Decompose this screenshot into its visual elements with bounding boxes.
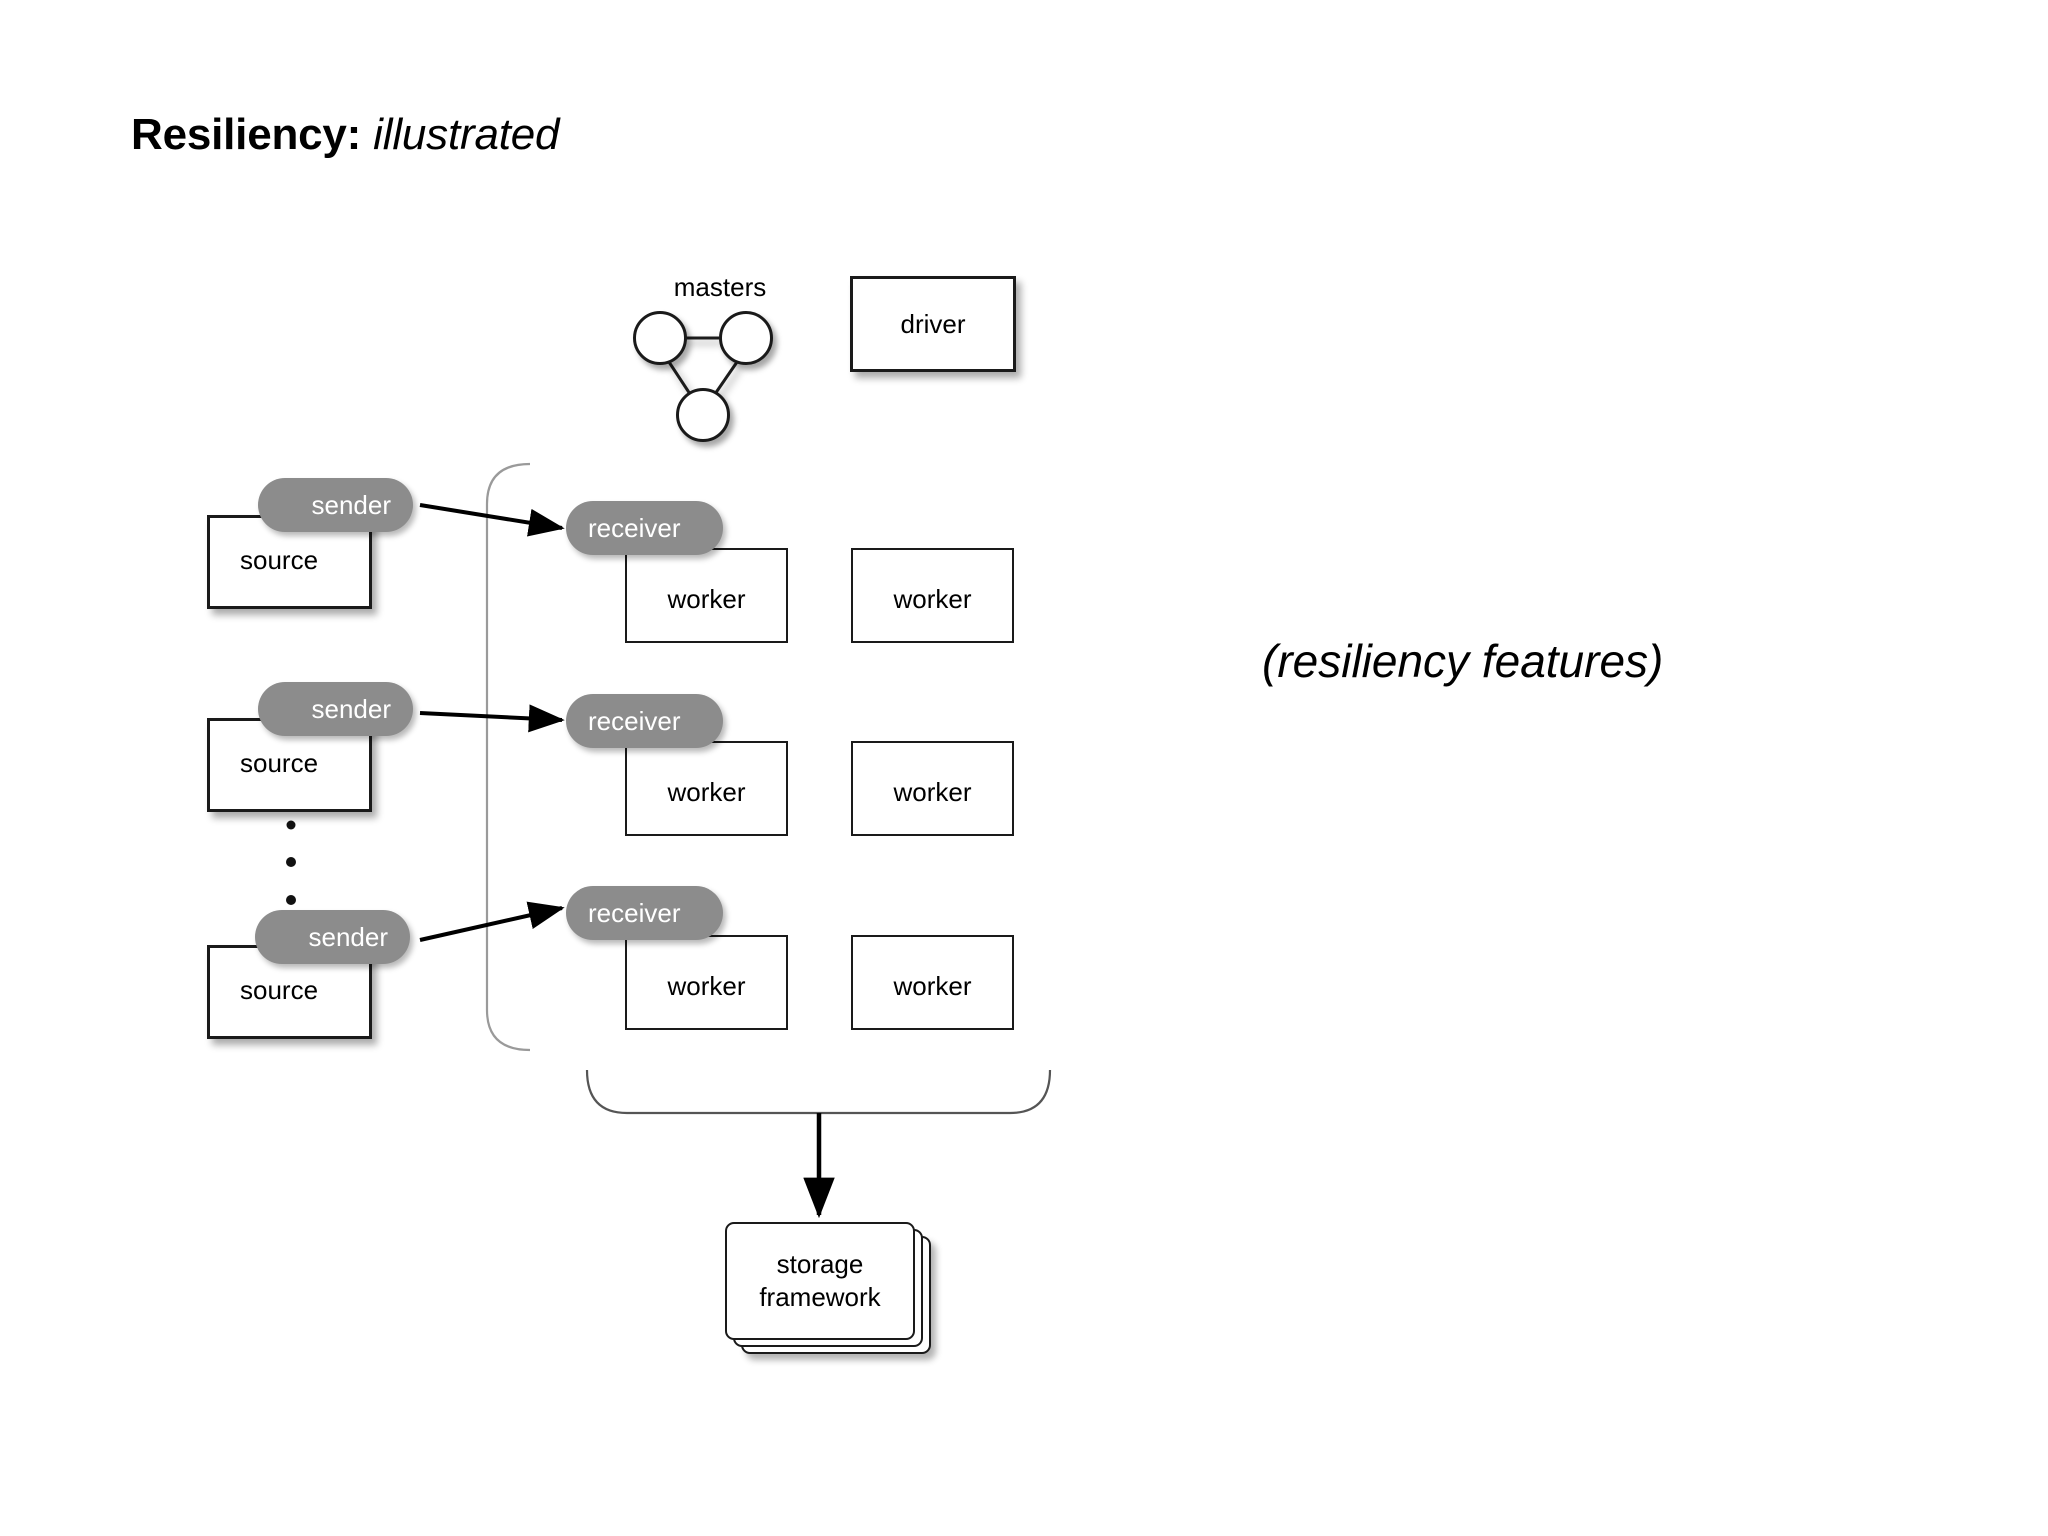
worker-box-1a[interactable]: worker xyxy=(625,548,788,643)
sender-to-receiver-arrow-3 xyxy=(419,901,565,942)
receiver-pill-2[interactable]: receiver xyxy=(566,694,723,748)
sender-pill-1[interactable]: sender xyxy=(258,478,413,532)
receiver-label-1: receiver xyxy=(588,512,681,543)
page-title-italic: illustrated xyxy=(361,110,560,159)
sender-label-2: sender xyxy=(311,693,392,724)
worker-label-1b: worker xyxy=(893,584,972,614)
receiver-pill-1[interactable]: receiver xyxy=(566,501,723,555)
master-node-right[interactable] xyxy=(719,311,773,365)
worker-label-2a: worker xyxy=(667,777,746,807)
worker-box-3b[interactable]: worker xyxy=(851,935,1014,1030)
master-node-bottom[interactable] xyxy=(676,388,730,442)
sender-label-1: sender xyxy=(311,489,392,520)
source-label-3: source xyxy=(240,975,319,1005)
worker-box-2b[interactable]: worker xyxy=(851,741,1014,836)
worker-label-1a: worker xyxy=(667,584,746,614)
storage-sheet-front xyxy=(725,1222,915,1340)
storage-framework-label: storage framework xyxy=(725,1222,915,1340)
source-label-2: source xyxy=(240,748,319,778)
sender-pill-2[interactable]: sender xyxy=(258,682,413,736)
worker-label-3a: worker xyxy=(667,971,746,1001)
sender-to-receiver-arrow-1 xyxy=(419,503,565,537)
sender-label-3: sender xyxy=(308,921,389,952)
storage-label-line2: framework xyxy=(759,1282,881,1312)
sender-to-receiver-arrow-2 xyxy=(419,704,565,733)
masters-label: masters xyxy=(673,272,767,302)
page-title-bold: Resiliency: xyxy=(131,110,362,159)
driver-label: driver xyxy=(900,308,966,339)
worker-label-2b: worker xyxy=(893,777,972,807)
worker-box-1b[interactable]: worker xyxy=(851,548,1014,643)
source-label-1: source xyxy=(240,545,319,575)
receiver-label-3: receiver xyxy=(588,897,681,928)
workers-group-bracket xyxy=(585,1069,1052,1115)
worker-box-3a[interactable]: worker xyxy=(625,935,788,1030)
page-title: Resiliency: illustrated xyxy=(131,110,559,160)
sources-group-bracket xyxy=(485,462,531,1052)
sender-pill-3[interactable]: sender xyxy=(255,910,410,964)
storage-label-line1: storage xyxy=(776,1248,864,1279)
worker-label-3b: worker xyxy=(893,971,972,1001)
storage-framework-stack[interactable]: storage framework xyxy=(725,1222,935,1354)
master-node-left[interactable] xyxy=(633,311,687,365)
receiver-pill-3[interactable]: receiver xyxy=(566,886,723,940)
resiliency-features-caption: (resiliency features) xyxy=(1262,635,1664,687)
worker-box-2a[interactable]: worker xyxy=(625,741,788,836)
receiver-label-2: receiver xyxy=(588,705,681,736)
driver-box[interactable]: driver xyxy=(850,276,1016,372)
